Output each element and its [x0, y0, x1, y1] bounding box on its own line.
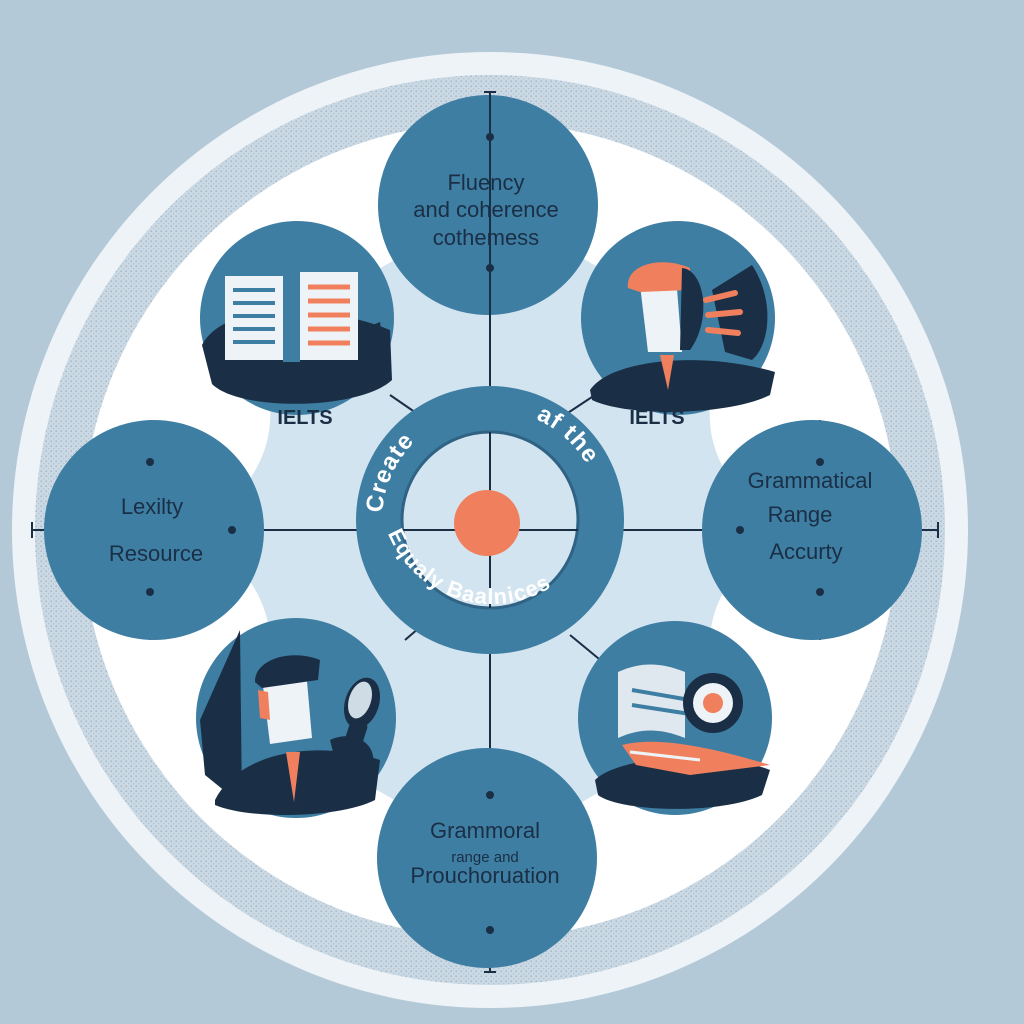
- node-bottom-line3: Prouchoruation: [410, 863, 559, 888]
- node-left-line2: Resource: [109, 541, 203, 566]
- node-right-line2: Range: [768, 502, 833, 527]
- center-dot: [454, 490, 520, 556]
- node-top-line2: and coherence: [413, 197, 559, 222]
- center-ring: Create af the Equaly Baalnices: [356, 386, 624, 654]
- node-right-line1: Grammatical: [748, 468, 873, 493]
- speaker-microphone-icon: [196, 618, 396, 818]
- document-target-icon: [578, 621, 772, 815]
- node-grammatical-range: Grammatical Range Accurty: [702, 420, 922, 640]
- node-top-line3: cothemess: [433, 225, 539, 250]
- node-lexical-resource: Lexilty Resource: [44, 420, 264, 640]
- node-bottom-line1: Grammoral: [430, 818, 540, 843]
- node-right-line3: Accurty: [769, 539, 842, 564]
- node-left-line1: Lexilty: [121, 494, 183, 519]
- ielts-label-right: IELTS: [629, 407, 684, 429]
- person-listening-icon: [581, 221, 775, 415]
- ielts-label-left: IELTS: [277, 407, 332, 429]
- node-pronunciation: Grammoral range and Prouchoruation: [377, 748, 597, 968]
- open-book-icon: [200, 221, 394, 415]
- node-top-line1: Fluency: [447, 170, 524, 195]
